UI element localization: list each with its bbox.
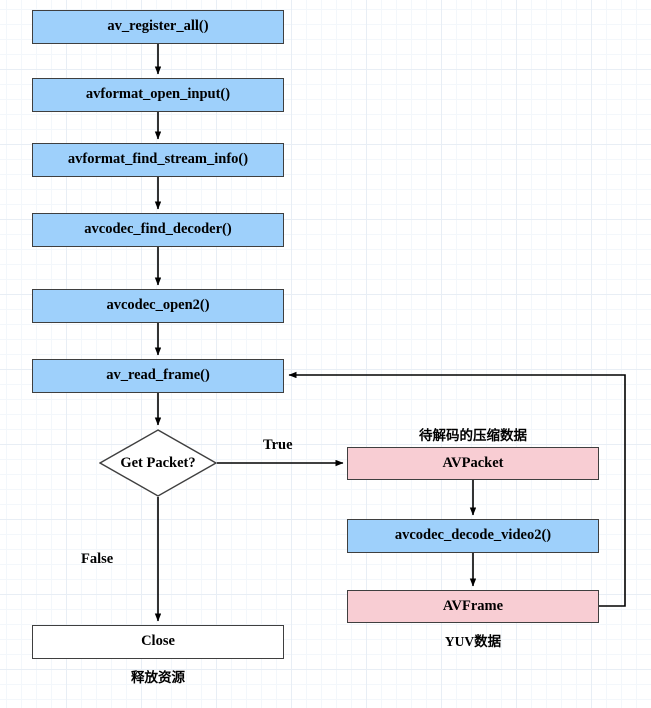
caption-close: 释放资源	[131, 670, 185, 685]
node-avframe[interactable]: AVFrame	[347, 590, 599, 623]
node-avcodec-decode-video2[interactable]: avcodec_decode_video2()	[347, 519, 599, 553]
caption-avpacket: 待解码的压缩数据	[419, 428, 527, 443]
node-avpacket[interactable]: AVPacket	[347, 447, 599, 480]
node-av-register-all[interactable]: av_register_all()	[32, 10, 284, 44]
edge-avframe-loopback	[288, 371, 626, 607]
node-avformat-open-input[interactable]: avformat_open_input()	[32, 78, 284, 112]
node-av-read-frame[interactable]: av_read_frame()	[32, 359, 284, 393]
node-label: Close	[141, 633, 175, 650]
edge-label-true: True	[263, 437, 293, 453]
node-label: avcodec_decode_video2()	[394, 527, 552, 544]
diamond-shape	[99, 429, 217, 497]
node-label: AVFrame	[442, 597, 504, 614]
caption-avframe: YUV数据	[444, 634, 502, 649]
node-close[interactable]: Close	[32, 625, 284, 659]
node-avformat-find-stream-info[interactable]: avformat_find_stream_info()	[32, 143, 284, 177]
node-label: av_read_frame()	[106, 367, 210, 384]
node-label: avcodec_find_decoder()	[84, 221, 232, 238]
node-label: avformat_find_stream_info()	[67, 151, 249, 168]
node-get-packet[interactable]: Get Packet?	[99, 429, 217, 497]
node-label: Get Packet?	[120, 454, 196, 471]
node-avcodec-open2[interactable]: avcodec_open2()	[32, 289, 284, 323]
node-label: avcodec_open2()	[106, 297, 210, 314]
node-avcodec-find-decoder[interactable]: avcodec_find_decoder()	[32, 213, 284, 247]
node-label: AVPacket	[442, 454, 504, 471]
edge-label-false: False	[81, 551, 114, 567]
node-label: avformat_open_input()	[85, 86, 231, 103]
node-label: av_register_all()	[107, 18, 209, 35]
